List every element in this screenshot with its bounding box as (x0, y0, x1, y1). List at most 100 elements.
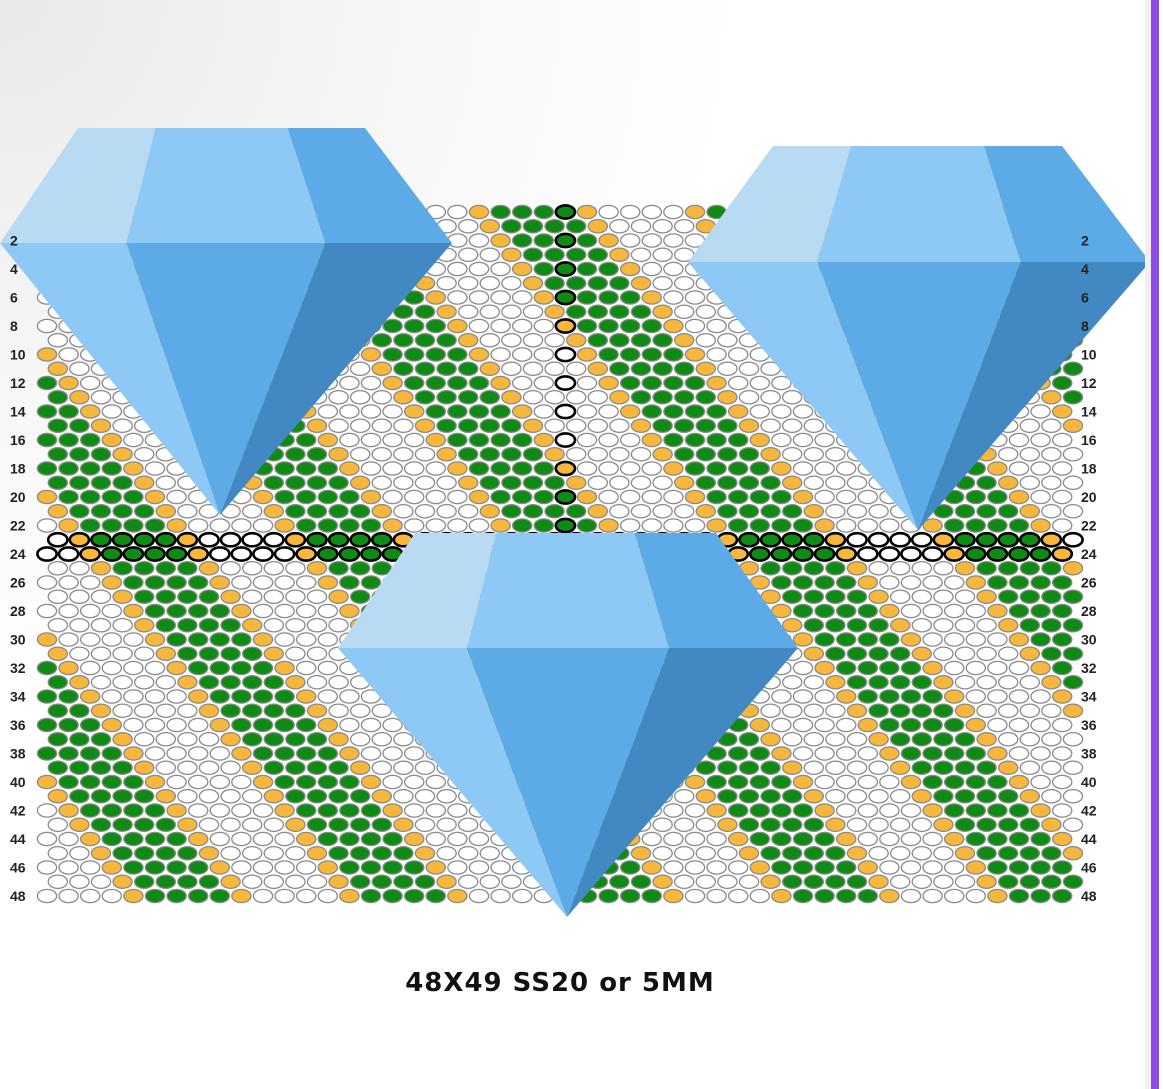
bead-white (328, 389, 349, 405)
bead-white (1051, 432, 1073, 448)
row-label-left: 28 (10, 603, 26, 619)
bead-yellow (652, 304, 673, 319)
bead-green (554, 261, 577, 277)
bead-white (695, 332, 717, 348)
bead-green (652, 418, 673, 433)
bead-yellow (609, 247, 630, 262)
bead-white (1030, 404, 1051, 419)
bead-yellow (468, 204, 490, 220)
bead-white (663, 261, 684, 277)
bead-white (317, 404, 339, 419)
bead-green (544, 218, 565, 234)
bead-green (414, 304, 436, 319)
bead-yellow (663, 318, 684, 334)
bead-green (717, 446, 738, 462)
bead-yellow (533, 290, 555, 305)
row-label-left: 20 (10, 489, 26, 505)
bead-green (609, 361, 630, 376)
bead-green (565, 275, 587, 291)
bead-white (371, 446, 393, 462)
bead-yellow (598, 375, 619, 391)
bead-yellow (522, 418, 544, 433)
bead-green (609, 332, 630, 348)
bead-yellow (382, 375, 403, 391)
bead-green (436, 361, 457, 376)
bead-white (641, 204, 663, 220)
row-label-left: 18 (10, 461, 26, 477)
bead-white (609, 218, 630, 234)
bead-green (598, 347, 619, 362)
bead-yellow (447, 318, 468, 334)
bead-green (663, 347, 684, 362)
row-label-right: 22 (1081, 518, 1097, 534)
bead-white (479, 332, 501, 348)
bead-green (393, 304, 414, 319)
row-label-left: 44 (10, 831, 26, 847)
bead-green (425, 347, 447, 362)
bead-yellow (684, 204, 706, 220)
bead-white (360, 404, 382, 419)
bead-green (511, 204, 533, 220)
bead-green (652, 361, 673, 376)
bead-white (447, 204, 468, 220)
bead-white (792, 404, 814, 419)
bead-yellow (1041, 389, 1062, 405)
row-label-right: 32 (1081, 660, 1097, 676)
bead-white (663, 204, 684, 220)
bead-green (425, 318, 447, 334)
bead-yellow (576, 204, 598, 220)
bead-white (393, 418, 414, 433)
bead-yellow (749, 432, 771, 448)
bead-green (598, 290, 619, 305)
row-label-right: 40 (1081, 774, 1097, 790)
bead-green (479, 389, 501, 405)
bead-white (101, 404, 123, 419)
bead-yellow (641, 290, 663, 305)
bead-white (382, 432, 403, 448)
bead-green (1062, 389, 1084, 405)
bead-green (522, 247, 544, 262)
bead-white (36, 318, 58, 334)
bead-white (630, 446, 652, 462)
bead-green (598, 261, 619, 277)
bead-green (641, 347, 663, 362)
bead-white (511, 318, 533, 334)
bead-green (295, 432, 317, 448)
bead-yellow (630, 275, 652, 291)
bead-green (414, 332, 436, 348)
bead-green (69, 418, 90, 433)
bead-white (123, 432, 144, 448)
bead-white (630, 218, 652, 234)
bead-yellow (479, 361, 501, 376)
bead-white (771, 404, 792, 419)
bead-white (447, 290, 468, 305)
bead-white (609, 446, 630, 462)
bead-green (630, 361, 652, 376)
bead-yellow (425, 290, 447, 305)
row-label-left: 26 (10, 575, 26, 591)
bead-green (79, 432, 101, 448)
bead-white (371, 418, 393, 433)
bead-green (285, 446, 306, 462)
bead-white (457, 247, 479, 262)
bead-white (468, 233, 490, 248)
bead-white (522, 304, 544, 319)
row-label-right: 26 (1081, 575, 1097, 591)
bead-green (554, 289, 577, 306)
bead-white (544, 332, 565, 348)
bead-green (663, 404, 684, 419)
bead-yellow (490, 233, 511, 248)
bead-green (641, 404, 663, 419)
row-label-left: 2 (10, 233, 18, 249)
row-label-left: 48 (10, 888, 26, 904)
bead-white (1030, 432, 1051, 448)
bead-green (457, 446, 479, 462)
bead-green (587, 275, 609, 291)
row-label-left: 22 (10, 518, 26, 534)
bead-white (587, 389, 609, 405)
bead-yellow (511, 404, 533, 419)
bead-green (479, 446, 501, 462)
bead-green (511, 432, 533, 448)
bead-white (1041, 418, 1062, 433)
